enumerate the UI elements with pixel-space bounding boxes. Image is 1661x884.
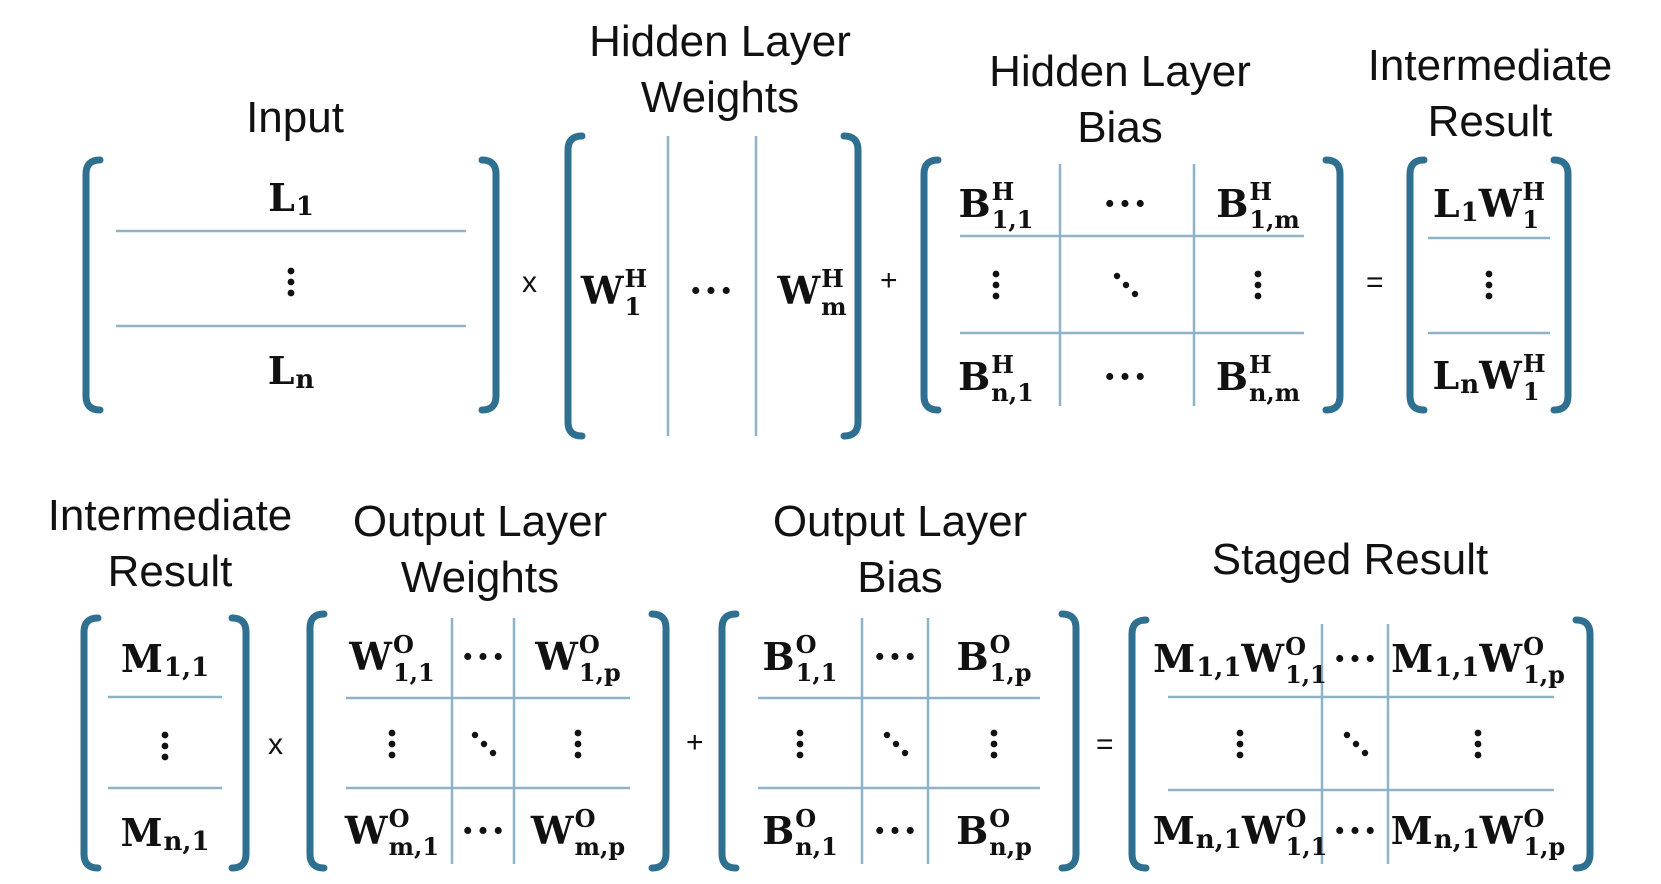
hidden-bias-matrix-cell-7: ··· [1103, 353, 1149, 399]
output-weights-matrix-cell-5-vdots [574, 729, 582, 759]
staged-result-matrix-cell-7: ··· [1333, 807, 1379, 853]
output-bias-matrix-left-bracket [718, 610, 740, 872]
hidden-weights-matrix-left-bracket [564, 132, 586, 440]
output-bias-matrix-cell-3-vdots [796, 729, 804, 759]
staged-result-matrix-cell-4-ddots [1343, 731, 1369, 757]
hidden-bias-matrix-left-bracket [920, 156, 942, 414]
intermediate-matrix-2-cell-1-vdots [161, 731, 169, 761]
hidden-bias-matrix-cell-1: ··· [1103, 180, 1149, 226]
multiply-operator-1: x [522, 266, 537, 299]
staged-result-matrix-cell-1: ··· [1333, 635, 1379, 681]
output-weights-matrix-cell-4-ddots [471, 731, 497, 757]
intermediate-matrix-2-right-bracket [228, 614, 250, 872]
multiply-operator-2: x [268, 728, 283, 761]
staged-result-matrix-cell-3-vdots [1236, 729, 1244, 759]
input-matrix-left-bracket [82, 156, 104, 414]
output-weights-matrix-right-bracket [648, 610, 670, 872]
staged-result-matrix-left-bracket [1128, 616, 1150, 872]
hidden-bias-matrix-right-bracket [1322, 156, 1344, 414]
equals-operator-1: = [1366, 266, 1384, 299]
staged-result-title: Staged Result [1211, 535, 1489, 584]
output-bias-matrix-right-bracket [1058, 610, 1080, 872]
hidden-weights-matrix-right-bracket [840, 132, 862, 440]
plus-operator-2: + [686, 726, 704, 759]
equals-operator-2: = [1096, 728, 1114, 761]
output-weights-matrix-left-bracket [306, 610, 328, 872]
output-bias-matrix-cell-7: ··· [873, 807, 919, 853]
hidden-bias-matrix-cell-3-vdots [992, 270, 1000, 300]
intermediate-matrix-1-cell-1-vdots [1485, 270, 1493, 300]
plus-operator-1: + [880, 264, 898, 297]
intermediate-matrix-1-left-bracket [1406, 156, 1428, 414]
output-bias-matrix-cell-5-vdots [990, 729, 998, 759]
output-weights-matrix-cell-3-vdots [388, 729, 396, 759]
output-weights-matrix-cell-7: ··· [461, 807, 507, 853]
input-title: Input [246, 93, 344, 142]
hidden-weights-matrix-cell-1: ··· [689, 267, 735, 313]
input-matrix-right-bracket [478, 156, 500, 414]
intermediate-matrix-2-left-bracket [80, 614, 102, 872]
output-weights-matrix-cell-1: ··· [461, 633, 507, 679]
output-bias-matrix-cell-1: ··· [873, 633, 919, 679]
hidden-bias-matrix-cell-4-ddots [1113, 272, 1139, 298]
staged-result-matrix-right-bracket [1572, 616, 1594, 872]
output-bias-matrix-cell-4-ddots [883, 731, 909, 757]
hidden-bias-matrix-cell-5-vdots [1254, 270, 1262, 300]
intermediate-matrix-1-right-bracket [1550, 156, 1572, 414]
input-matrix-cell-1-vdots [287, 267, 295, 297]
staged-result-matrix-cell-5-vdots [1474, 729, 1482, 759]
